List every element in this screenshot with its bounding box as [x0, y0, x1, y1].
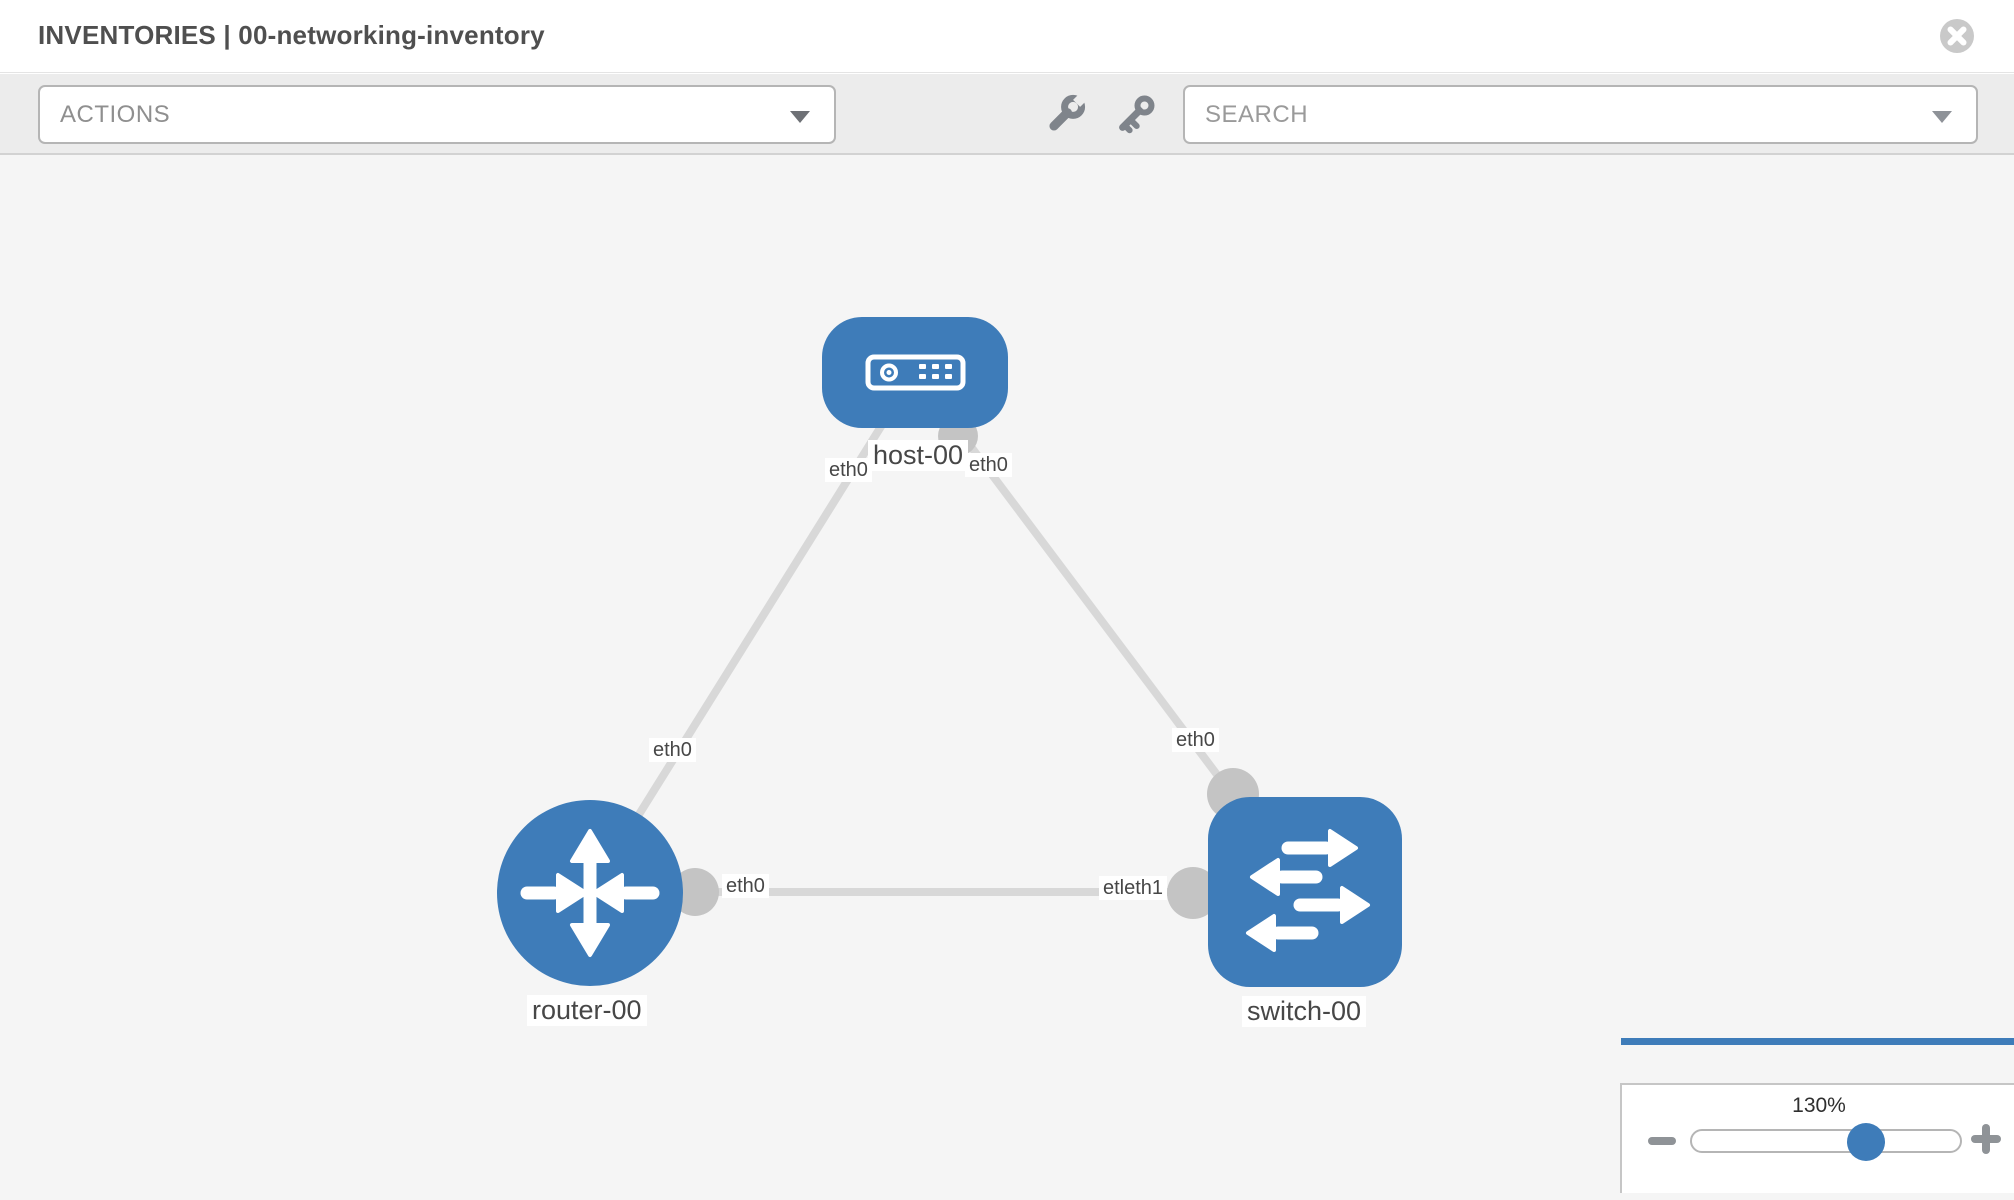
- zoom-panel: 130%: [1620, 1083, 2014, 1193]
- page-title: INVENTORIES | 00-networking-inventory: [38, 20, 545, 50]
- zoom-slider-track[interactable]: [1690, 1123, 1962, 1161]
- node-host-00[interactable]: [822, 317, 1008, 428]
- node-switch-00[interactable]: [1208, 797, 1402, 987]
- interface-label: eth0: [965, 453, 1012, 477]
- node-label-router: router-00: [527, 995, 647, 1026]
- zoom-slider-thumb[interactable]: [1847, 1123, 1885, 1161]
- zoom-in-button[interactable]: [1971, 1124, 2001, 1154]
- router-icon: [520, 829, 660, 957]
- chevron-down-icon: [1932, 111, 1952, 123]
- zoom-out-button[interactable]: [1648, 1137, 1676, 1145]
- node-label-switch: switch-00: [1242, 996, 1367, 1027]
- interface-label: eth0: [722, 874, 769, 898]
- topology-canvas[interactable]: eth0 host-00 eth0 eth0 eth0 eth0 etleth1…: [0, 155, 2014, 1200]
- close-button[interactable]: [1938, 17, 1976, 55]
- configure-button[interactable]: [1040, 88, 1092, 140]
- toolbar: ACTIONS SEARCH: [0, 74, 2014, 155]
- actions-dropdown-label: ACTIONS: [60, 100, 171, 128]
- port-switch-eth1-icon: [1167, 867, 1219, 919]
- port-router-eth0-icon: [671, 868, 719, 916]
- search-dropdown[interactable]: SEARCH: [1183, 85, 1978, 144]
- host-icon: [865, 354, 966, 391]
- wrench-icon: [1049, 92, 1088, 131]
- interface-label: eth0: [825, 458, 872, 482]
- search-placeholder: SEARCH: [1205, 100, 1309, 128]
- header: INVENTORIES | 00-networking-inventory: [0, 0, 2014, 73]
- x-circle-icon: [1940, 19, 1974, 53]
- key-icon: [1119, 95, 1155, 134]
- interface-label-overlapping: etleth1: [1099, 876, 1168, 900]
- chevron-down-icon: [790, 111, 810, 123]
- interface-label: eth0: [1172, 728, 1219, 752]
- panel-footer-accent: [1621, 1038, 2014, 1045]
- node-router-00[interactable]: [497, 800, 683, 986]
- zoom-level-value: 130%: [1792, 1094, 1846, 1117]
- node-label-host: host-00: [868, 440, 969, 471]
- key-button[interactable]: [1110, 88, 1162, 140]
- actions-dropdown[interactable]: ACTIONS: [38, 85, 836, 144]
- interface-label: eth0: [649, 738, 696, 762]
- switch-icon: [1246, 829, 1370, 952]
